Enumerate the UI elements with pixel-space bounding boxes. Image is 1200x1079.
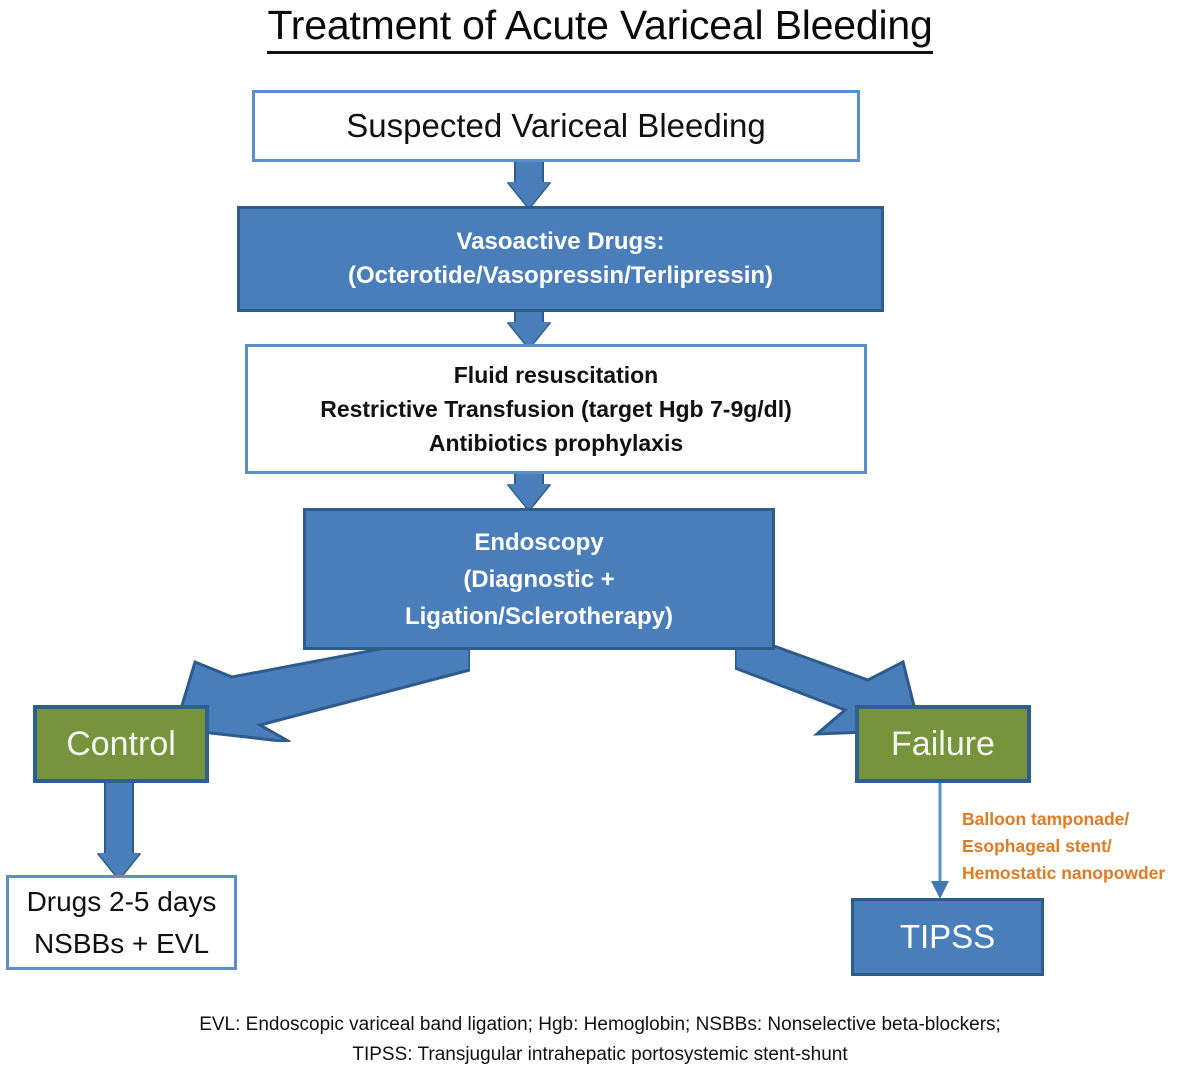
page-title-text: Treatment of Acute Variceal Bleeding [267,2,933,54]
arrow-shaft [514,312,544,322]
arrow-resuscitation-to-endoscopy [508,474,550,510]
arrow-vasoactive-to-resuscitation [508,312,550,348]
node-endoscopy-line-1: Endoscopy [474,528,604,556]
arrow-polygon [173,632,470,742]
arrow-shaft [104,783,134,853]
annotation-line-3: Hemostatic nanopowder [962,863,1166,883]
node-endoscopy-line-3: Ligation/Sclerotherapy) [404,602,674,630]
node-failure-label: Failure [891,724,995,763]
node-endoscopy-line-2: (Diagnostic + [463,565,615,593]
node-tipss[interactable]: TIPSS [851,898,1044,976]
arrow-endoscopy-to-control [173,632,470,742]
node-resuscitation-line-1: Fluid resuscitation [453,362,659,388]
node-resuscitation[interactable]: Fluid resuscitation Restrictive Transfus… [245,344,867,474]
node-resuscitation-line-3: Antibiotics prophylaxis [428,430,684,456]
annotation-line-1: Balloon tamponade/ [962,809,1130,829]
node-drugs-line-2: NSBBs + EVL [33,927,210,959]
arrow-shaft [514,474,544,484]
arrow-head [508,322,550,348]
footnote-line-2: TIPSS: Transjugular intrahepatic portosy… [352,1044,848,1065]
node-suspected-line-1: Suspected Variceal Bleeding [346,107,766,144]
footnote-line-1: EVL: Endoscopic variceal band ligation; … [199,1014,1001,1035]
arrow-head [98,853,140,879]
arrow-shaft [514,162,544,182]
arrow-control-to-drugs [98,783,140,879]
node-tipss-label: TIPSS [899,918,996,955]
page-title: Treatment of Acute Variceal Bleeding [0,2,1200,54]
arrow-failure-to-tipss [931,783,949,899]
node-control-label: Control [66,724,176,763]
node-control[interactable]: Control [33,705,209,783]
arrow-head [931,881,949,899]
node-vasoactive-line-2: (Octerotide/Vasopressin/Terlipressin) [347,262,774,289]
node-failure[interactable]: Failure [855,705,1031,783]
node-drugs-line-1: Drugs 2-5 days [26,885,217,917]
node-vasoactive-drugs[interactable]: Vasoactive Drugs: (Octerotide/Vasopressi… [237,206,884,312]
node-resuscitation-line-2: Restrictive Transfusion (target Hgb 7-9g… [320,396,792,422]
arrow-head [508,484,550,510]
node-drugs-maintenance[interactable]: Drugs 2-5 days NSBBs + EVL [6,875,237,970]
node-endoscopy[interactable]: Endoscopy (Diagnostic + Ligation/Sclerot… [303,508,775,650]
arrow-suspected-to-vasoactive [508,162,550,208]
node-vasoactive-line-1: Vasoactive Drugs: [456,228,665,255]
arrow-head [508,182,550,208]
node-suspected-variceal-bleeding[interactable]: Suspected Variceal Bleeding [252,90,860,162]
annotation-line-2: Esophageal stent/ [962,836,1112,856]
annotation-rescue-therapy: Balloon tamponade/ Esophageal stent/ Hem… [962,806,1165,887]
